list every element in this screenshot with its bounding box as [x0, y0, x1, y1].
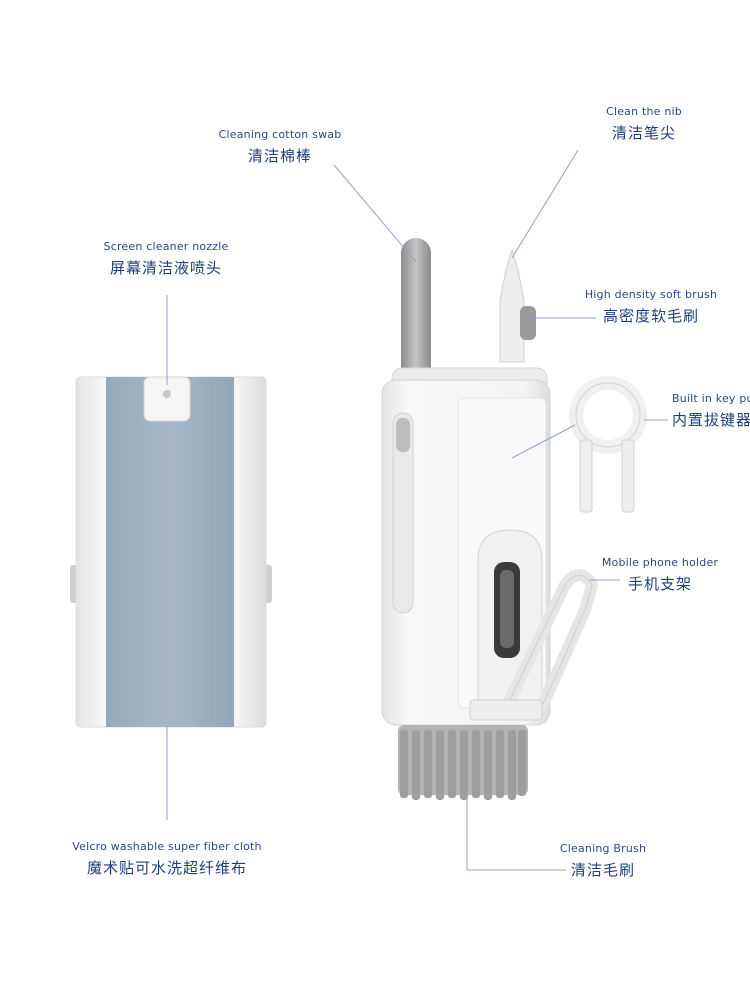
label-fiber-cloth-en: Velcro washable super fiber cloth [72, 840, 262, 853]
label-fiber-cloth-zh: 魔术贴可水洗超纤维布 [86, 859, 247, 877]
label-cotton-swab-en: Cleaning cotton swab [218, 128, 342, 141]
label-soft-brush-zh: 高密度软毛刷 [602, 307, 699, 325]
label-cleaning-brush-zh: 清洁毛刷 [570, 861, 635, 879]
label-key-puller-zh: 内置拔键器 [672, 411, 750, 429]
label-clean-nib-zh: 清洁笔尖 [611, 124, 676, 142]
label-phone-holder-en: Mobile phone holder [601, 556, 719, 569]
cleaning-bristles [398, 725, 528, 800]
label-cleaning-brush-en: Cleaning Brush [559, 842, 647, 855]
label-key-puller-en: Built in key pu [672, 392, 750, 405]
label-key-puller: Built in key pu 内置拔键器 [672, 392, 750, 430]
key-puller [569, 376, 647, 513]
label-phone-holder-zh: 手机支架 [627, 575, 692, 593]
label-cotton-swab-zh: 清洁棉棒 [247, 147, 312, 165]
label-screen-nozzle: Screen cleaner nozzle 屏幕清洁液喷头 [96, 240, 236, 278]
leader-lines [166, 149, 668, 871]
label-fiber-cloth: Velcro washable super fiber cloth 魔术贴可水洗… [64, 840, 270, 878]
label-soft-brush-en: High density soft brush [584, 288, 718, 301]
cleaner-back-view [70, 376, 272, 728]
side-slider [392, 412, 414, 614]
fiber-cloth [106, 377, 234, 727]
label-cotton-swab: Cleaning cotton swab 清洁棉棒 [212, 128, 348, 166]
label-phone-holder: Mobile phone holder 手机支架 [598, 556, 722, 594]
label-soft-brush: High density soft brush 高密度软毛刷 [580, 288, 722, 326]
cleaner-front-view [381, 238, 647, 800]
label-clean-nib: Clean the nib 清洁笔尖 [592, 105, 696, 143]
label-cleaning-brush: Cleaning Brush 清洁毛刷 [556, 842, 650, 880]
soft-brush-head [520, 306, 536, 340]
label-clean-nib-en: Clean the nib [606, 105, 682, 118]
label-screen-nozzle-en: Screen cleaner nozzle [103, 240, 229, 253]
cotton-swab [401, 238, 431, 388]
label-screen-nozzle-zh: 屏幕清洁液喷头 [109, 259, 222, 277]
nozzle-hole [163, 390, 171, 398]
